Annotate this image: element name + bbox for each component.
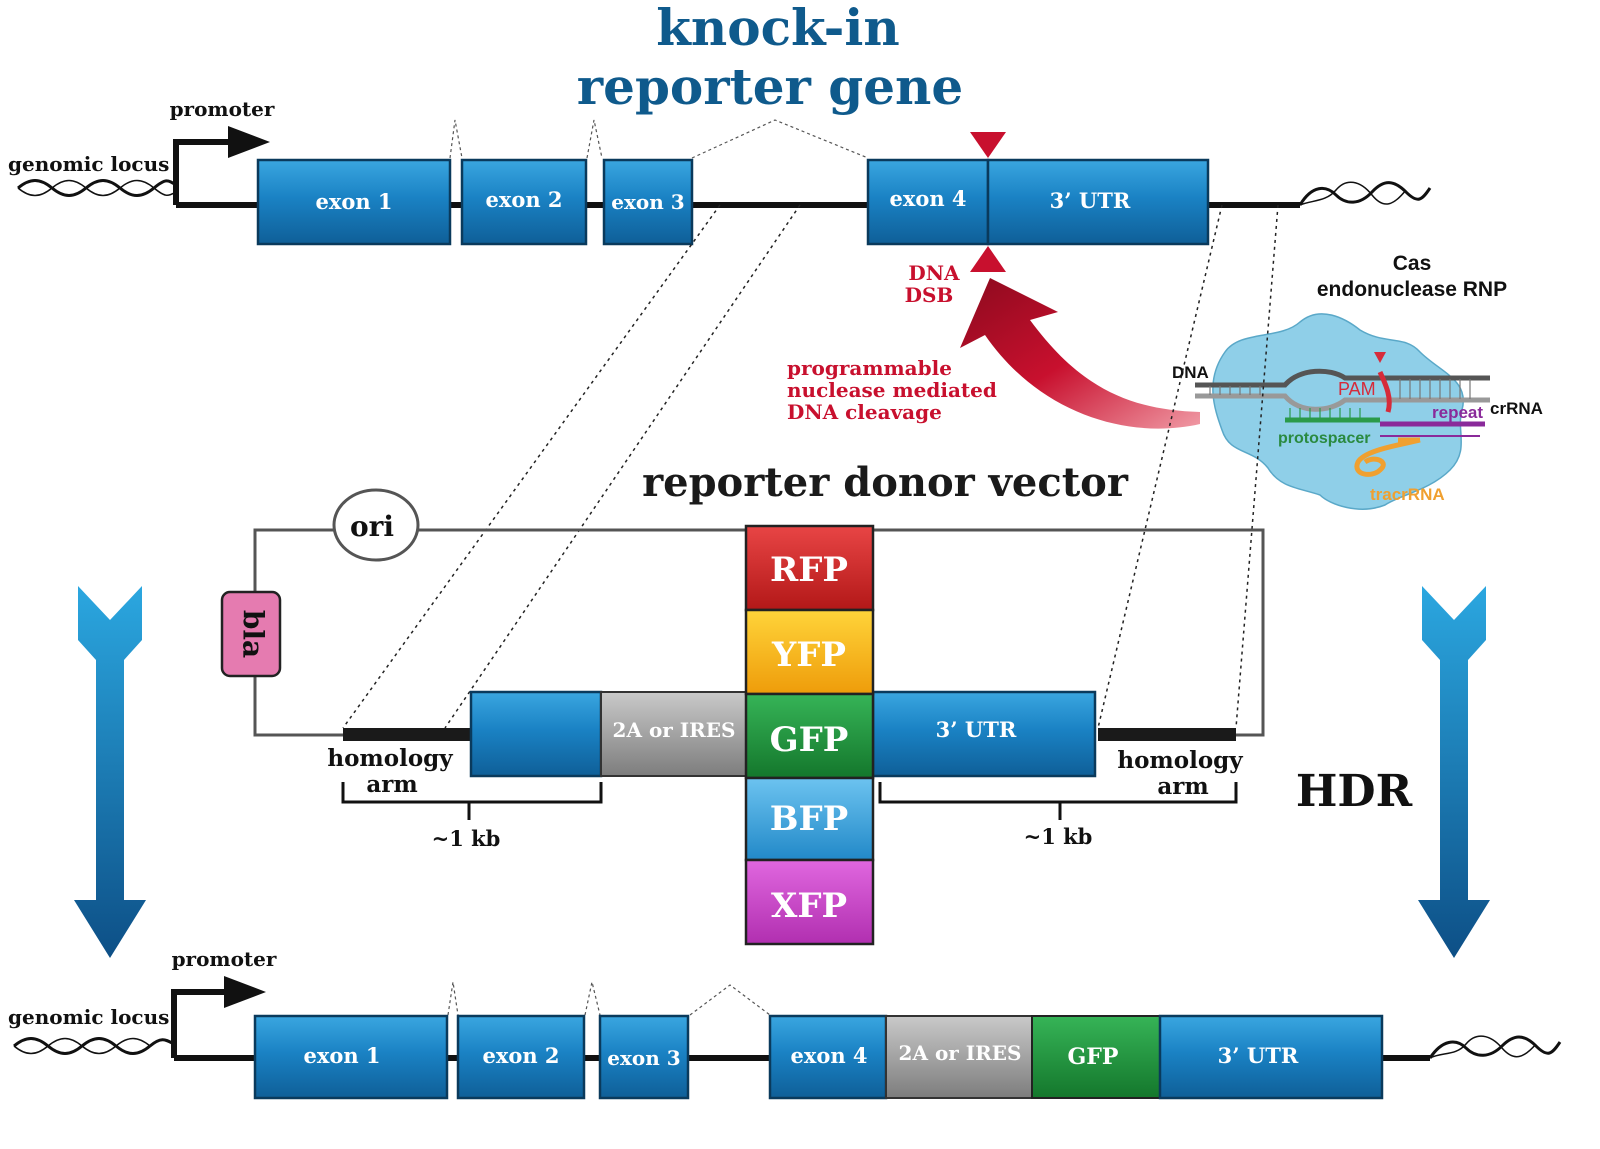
donor-vector: ori bla 2A or IRES 3’ UTR RFP YFP GFP BF… (220, 488, 1265, 946)
dsb-label-line-2: DSB (905, 283, 954, 307)
dna-helix-left-icon (17, 179, 177, 197)
bottom-exon-3-box (598, 1014, 690, 1100)
cas-crrna-label: crRNA (1490, 399, 1543, 418)
genomic-locus-label-bottom: genomic locus (8, 1005, 169, 1029)
ori-label: ori (350, 510, 394, 543)
top-locus: promoter genomic locus exon 1 exon 2 exo… (8, 97, 1432, 307)
donor-utr-label: 3’ UTR (936, 717, 1017, 742)
exon-1-label: exon 1 (315, 189, 392, 214)
promoter-arrow-bottom-icon (171, 976, 266, 1058)
cas-protein-blob-icon (1212, 313, 1465, 510)
reporter-bfp-label: BFP (770, 799, 848, 839)
right-homology-arm-bar (1098, 728, 1236, 741)
dna-helix-bottom-left-icon (13, 1037, 175, 1055)
promoter-arrow-icon (173, 126, 270, 205)
kb-brackets (341, 782, 1238, 820)
bottom-gfp-label: GFP (1068, 1044, 1119, 1070)
dsb-bottom-marker-icon (970, 246, 1006, 272)
reporter-yfp-label: YFP (771, 635, 846, 675)
donor-linker-label: 2A or IRES (613, 718, 736, 742)
nuclease-label-line-1: programmable (787, 356, 952, 380)
title-line-2: reporter gene (577, 57, 963, 116)
reporter-gfp-label: GFP (770, 720, 849, 760)
cas-tracrrna-label: tracrRNA (1370, 485, 1445, 504)
nuclease-label-line-2: nuclease mediated (787, 378, 997, 402)
bottom-utr-box (1158, 1014, 1384, 1100)
exon-3-label: exon 3 (611, 190, 684, 214)
hdr-label: HDR (1296, 766, 1413, 817)
alignment-lines (342, 204, 1279, 729)
exon-4-label: exon 4 (889, 186, 966, 211)
promoter-label-bottom: promoter (172, 947, 277, 971)
bottom-utr-label: 3’ UTR (1218, 1043, 1299, 1068)
reporter-xfp-box (744, 858, 875, 946)
utr-box (986, 158, 1210, 246)
dna-helix-bottom-right-icon (1428, 1035, 1562, 1059)
hdr-arrow-right-icon (1418, 586, 1490, 958)
exon-3-box (602, 158, 694, 246)
left-arm-label-line-2: arm (366, 771, 417, 798)
exon-2-box (460, 158, 588, 246)
bottom-locus: promoter genomic locus exon 1 exon 2 exo… (8, 947, 1562, 1100)
reporter-yfp-box (744, 608, 875, 696)
left-arm-label-line-1: homology (327, 745, 453, 772)
title-line-1: knock-in (656, 0, 900, 57)
exon-2-label: exon 2 (485, 187, 562, 212)
reporter-rfp-label: RFP (770, 550, 848, 590)
exon-1-box (256, 158, 452, 246)
right-arm-label-line-2: arm (1157, 773, 1208, 800)
left-homology-arm-bar (343, 728, 471, 741)
utr-label: 3’ UTR (1050, 188, 1131, 213)
vector-title: reporter donor vector (642, 459, 1129, 506)
right-arm-label-line-1: homology (1117, 747, 1243, 774)
reporter-gfp-box (744, 692, 875, 780)
bottom-gfp-box (1031, 1015, 1161, 1099)
bottom-exon-3-label: exon 3 (607, 1046, 680, 1070)
bottom-linker-label: 2A or IRES (899, 1041, 1022, 1065)
nuclease-arrow-icon (960, 278, 1200, 429)
kb-right-label: ~1 kb (1024, 824, 1093, 849)
donor-exon-box (469, 690, 603, 778)
dsb-top-marker-icon (970, 132, 1006, 158)
cas-title-line-1: Cas (1393, 252, 1432, 275)
dsb-label-line-1: DNA (908, 261, 960, 285)
genomic-locus-label: genomic locus (8, 152, 169, 176)
cas-rnp: Cas endonuclease RNP (1172, 252, 1543, 510)
ori-circle (332, 488, 420, 562)
bottom-exon-1-label: exon 1 (303, 1043, 380, 1068)
promoter-label: promoter (170, 97, 275, 121)
cas-title-line-2: endonuclease RNP (1317, 278, 1507, 301)
cas-protospacer-label: protospacer (1278, 430, 1370, 447)
splice-lines (449, 119, 869, 159)
bottom-exon-2-box (456, 1014, 586, 1100)
cas-dna-label: DNA (1172, 363, 1209, 382)
cas-pam-label: PAM (1338, 379, 1376, 399)
dna-helix-right-icon (1298, 181, 1432, 206)
reporter-rfp-box (744, 524, 875, 612)
reporter-bfp-box (744, 776, 875, 862)
bottom-exon-2-label: exon 2 (482, 1043, 559, 1068)
hdr-arrow-left-icon (74, 586, 146, 958)
bottom-exon-4-label: exon 4 (790, 1043, 867, 1068)
nuclease-label-line-3: DNA cleavage (787, 400, 942, 424)
kb-left-label: ~1 kb (432, 826, 501, 851)
bla-box (220, 590, 282, 678)
bla-label: bla (237, 610, 270, 658)
reporter-stack (744, 524, 875, 946)
cas-repeat-label: repeat (1432, 403, 1483, 422)
splice-lines-bottom (447, 981, 771, 1016)
reporter-xfp-label: XFP (771, 886, 847, 926)
bottom-exon-1-box (253, 1014, 449, 1100)
